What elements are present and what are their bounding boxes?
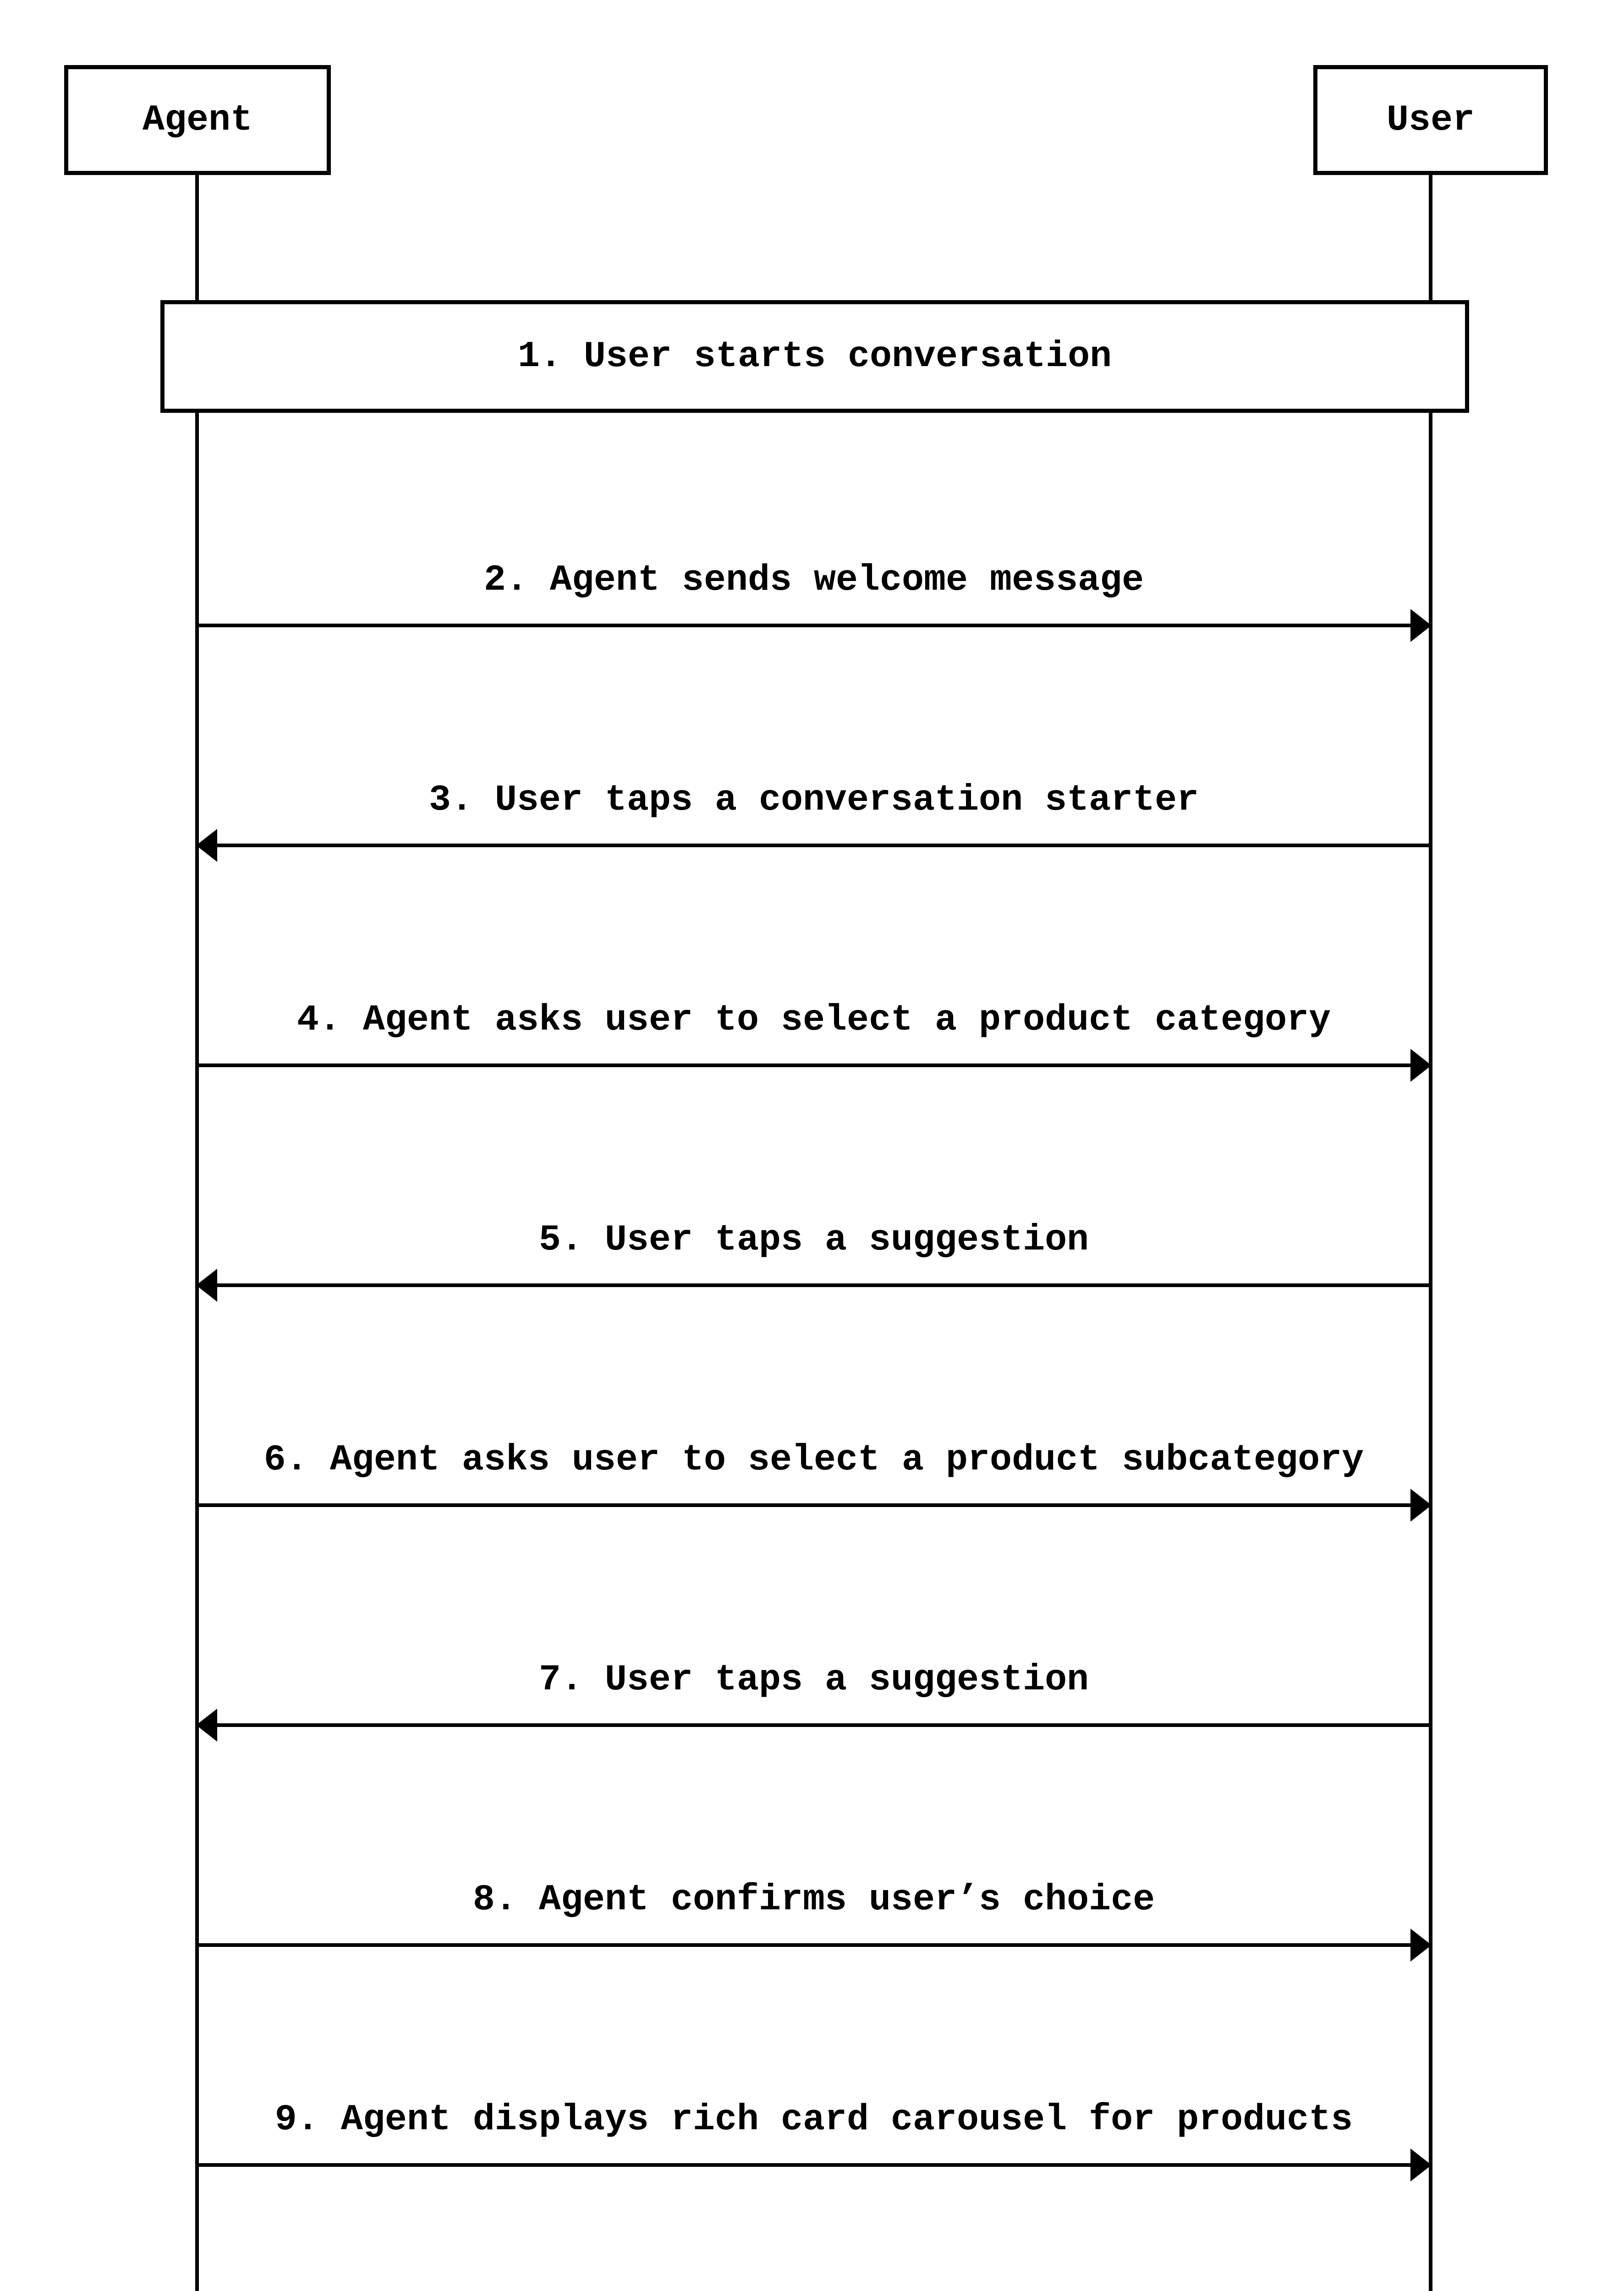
- message-7-label: 7. User taps a suggestion: [538, 1659, 1089, 1701]
- message-3-label: 3. User taps a conversation starter: [428, 779, 1199, 821]
- arrowhead-icon: [1410, 1049, 1432, 1082]
- actor-box-user-top: User: [1313, 65, 1548, 175]
- message-5-line: [197, 1283, 1431, 1287]
- actor-label-user-top: User: [1386, 99, 1475, 141]
- message-8-line: [197, 1943, 1431, 1947]
- message-2-label: 2. Agent sends welcome message: [483, 559, 1144, 601]
- note-label: 1. User starts conversation: [517, 335, 1112, 378]
- arrowhead-icon: [1410, 1929, 1432, 1962]
- message-6-label: 6. Agent asks user to select a product s…: [263, 1439, 1364, 1481]
- user-lifeline: [1429, 172, 1432, 2291]
- arrowhead-icon: [196, 829, 217, 862]
- actor-label-agent-top: Agent: [142, 99, 253, 141]
- arrowhead-icon: [196, 1269, 217, 1302]
- message-7-line: [197, 1723, 1431, 1727]
- note-box-step-1: 1. User starts conversation: [160, 300, 1469, 413]
- arrowhead-icon: [1410, 1489, 1432, 1522]
- actor-box-agent-top: Agent: [64, 65, 331, 175]
- message-9-label: 9. Agent displays rich card carousel for…: [274, 2099, 1353, 2141]
- message-4-line: [197, 1063, 1431, 1067]
- message-4-label: 4. Agent asks user to select a product c…: [296, 999, 1331, 1041]
- message-3-line: [197, 844, 1431, 847]
- arrowhead-icon: [1410, 2148, 1432, 2181]
- arrowhead-icon: [196, 1709, 217, 1742]
- message-5-label: 5. User taps a suggestion: [538, 1219, 1089, 1261]
- agent-lifeline: [195, 172, 199, 2291]
- arrowhead-icon: [1410, 609, 1432, 642]
- message-9-line: [197, 2163, 1431, 2167]
- message-8-label: 8. Agent confirms user’s choice: [472, 1879, 1155, 1921]
- message-2-line: [197, 624, 1431, 627]
- message-6-line: [197, 1503, 1431, 1507]
